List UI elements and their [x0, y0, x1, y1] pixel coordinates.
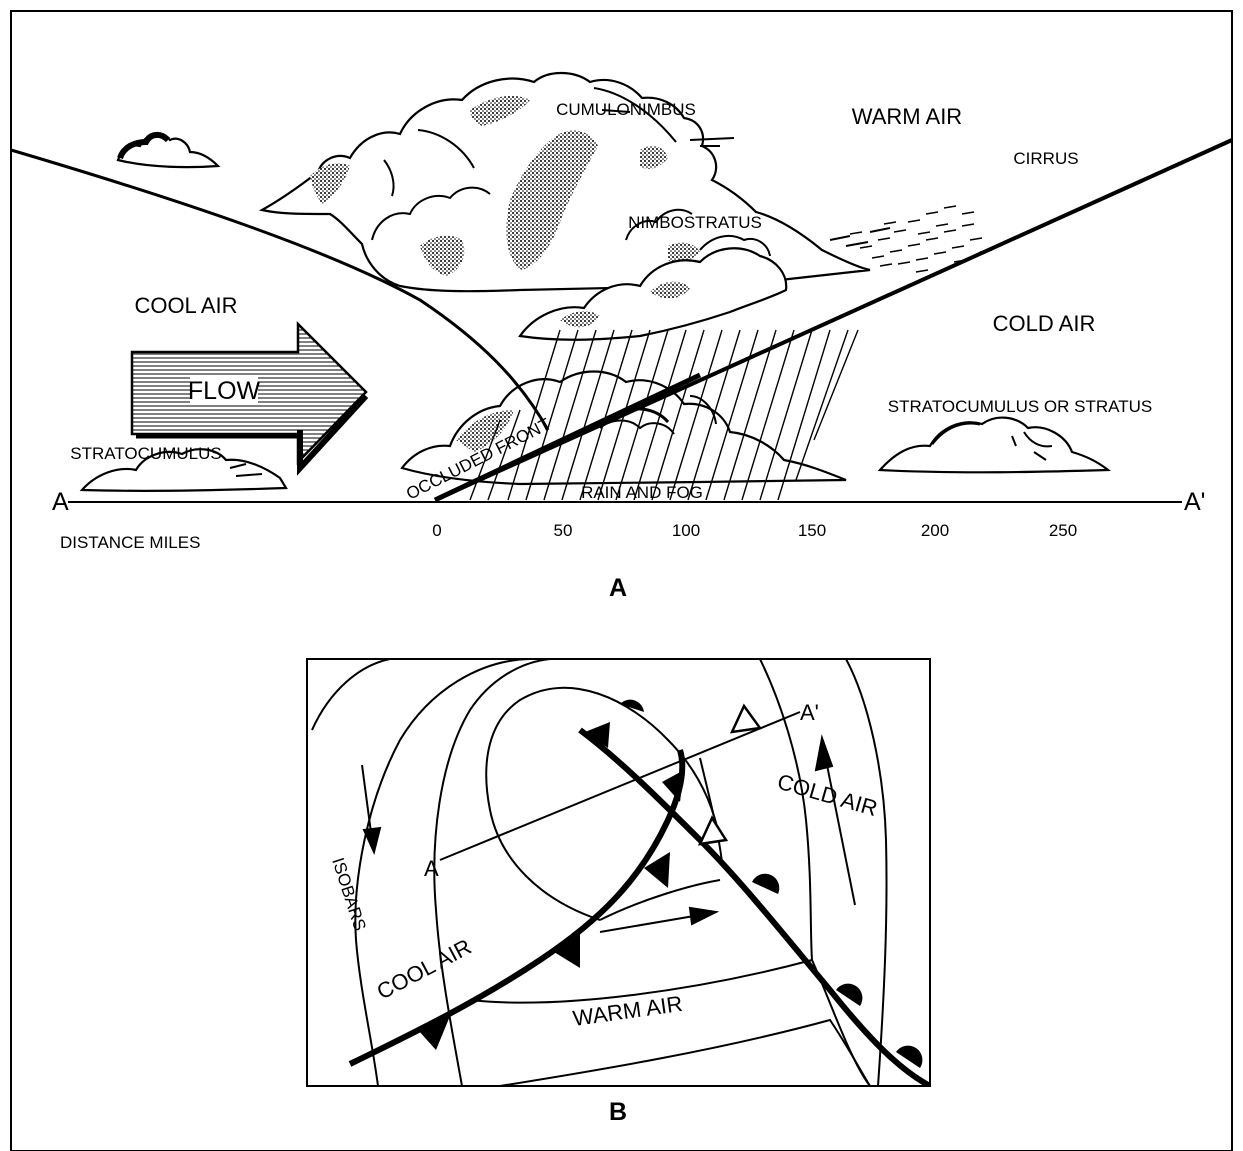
cold-air-label: COLD AIR — [993, 311, 1096, 336]
occluded-front-line — [433, 372, 702, 503]
rain-and-fog-label: RAIN AND FOG — [581, 483, 703, 502]
tick-label: 150 — [798, 521, 826, 540]
panel-a-label: A — [609, 574, 627, 602]
tick-label: 100 — [672, 521, 700, 540]
tick-label: 50 — [554, 521, 573, 540]
isobars — [311, 659, 888, 1086]
outer-border — [10, 10, 1233, 1151]
axis-end-label: A' — [1184, 488, 1205, 516]
cumulonimbus-cloud — [258, 72, 891, 293]
cool-air-boundary — [10, 148, 550, 431]
flow-arrows — [361, 734, 856, 933]
cool-air-label: COOL AIR — [134, 293, 237, 318]
axis-ticks: 0 50 100 150 200 250 — [432, 521, 1077, 540]
section-a-label: A — [424, 856, 439, 881]
tick-label: 250 — [1049, 521, 1077, 540]
tick-label: 200 — [921, 521, 949, 540]
section-a-prime-label: A' — [800, 700, 819, 725]
axis-title: DISTANCE MILES — [60, 533, 200, 552]
axis-start-label: A — [52, 488, 69, 516]
upper-front-triangles — [697, 703, 763, 846]
nimbostratus-cloud — [518, 247, 788, 341]
small-cloud — [116, 132, 221, 169]
cirrus-cloud — [849, 205, 993, 273]
nimbostratus-label: NIMBOSTRATUS — [628, 213, 762, 232]
stratocumulus-cloud-left — [79, 448, 288, 492]
section-line — [439, 711, 801, 861]
flow-arrow: FLOW — [130, 320, 369, 476]
stratocumulus-label: STRATOCUMULUS — [70, 444, 221, 463]
panel-b-label: B — [609, 1098, 627, 1126]
stratocumulus-or-stratus-label: STRATOCUMULUS OR STRATUS — [888, 397, 1152, 416]
panel-a: FLOW A A' DISTANCE MILES 0 50 100 150 20… — [10, 72, 1233, 602]
flow-label: FLOW — [188, 377, 261, 405]
panel-b-frame — [306, 658, 931, 1087]
front-line-right — [578, 727, 930, 1086]
cirrus-label: CIRRUS — [1013, 149, 1078, 168]
panel-b: A A' COLD AIR ISOBARS COOL AIR WARM AIR … — [306, 658, 931, 1126]
cumulonimbus-label: CUMULONIMBUS — [556, 100, 696, 119]
stratus-cloud-right — [877, 416, 1112, 474]
cold-front-triangles — [418, 722, 684, 1050]
warm-front-semicircles — [620, 699, 923, 1068]
tick-label: 0 — [432, 521, 441, 540]
warm-air-label: WARM AIR — [852, 104, 962, 129]
